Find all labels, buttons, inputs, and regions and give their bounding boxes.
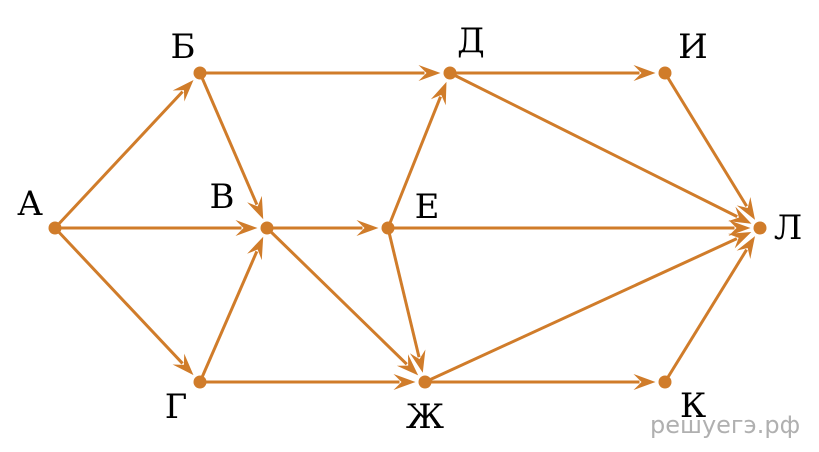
edges-layer	[53, 65, 756, 390]
arrowhead	[633, 374, 656, 390]
edge-D-I	[450, 65, 656, 81]
arrowhead	[430, 81, 447, 106]
node-label-G: Г	[165, 387, 188, 427]
node-label-D: Д	[457, 21, 485, 61]
watermark: решуегэ.рф	[650, 411, 800, 439]
edge-E-D	[386, 81, 447, 229]
edge-V-E	[267, 220, 379, 236]
edge-ZH-L	[424, 231, 752, 384]
node-G	[193, 375, 207, 389]
edge-line	[198, 72, 259, 206]
edge-line	[386, 96, 442, 229]
node-label-E: Е	[415, 187, 440, 227]
edge-A-V	[55, 220, 258, 236]
arrowhead	[247, 236, 264, 261]
arrowhead	[736, 196, 756, 220]
edge-line	[663, 72, 748, 208]
node-label-A: А	[17, 184, 43, 224]
node-E	[381, 221, 395, 235]
node-I	[658, 66, 672, 80]
edge-line	[663, 248, 748, 383]
edge-A-B	[53, 79, 194, 230]
node-label-K: К	[680, 386, 706, 426]
node-L	[753, 221, 767, 235]
arrowhead	[247, 195, 264, 220]
edge-G-ZH	[200, 374, 416, 390]
arrowhead	[728, 206, 752, 224]
edge-K-L	[663, 236, 756, 383]
edge-I-L	[663, 72, 756, 220]
edge-A-G	[53, 226, 194, 376]
node-A	[48, 221, 62, 235]
arrowhead	[356, 220, 379, 236]
arrowhead	[633, 65, 656, 81]
edge-line	[198, 250, 259, 383]
edge-line	[53, 226, 184, 365]
labels-layer: А Б В Г Д Е Ж И К Л	[17, 21, 802, 437]
edge-line	[449, 71, 738, 218]
arrowhead	[728, 231, 752, 249]
arrowhead	[172, 79, 194, 102]
edge-line	[265, 226, 408, 366]
node-V	[260, 221, 274, 235]
edge-V-ZH	[265, 226, 419, 376]
arrowhead	[418, 65, 441, 81]
node-ZH	[418, 375, 432, 389]
node-label-ZH: Ж	[406, 397, 444, 437]
node-label-B: Б	[171, 27, 196, 67]
node-label-V: В	[210, 177, 235, 217]
edge-line	[53, 90, 184, 230]
node-B	[193, 66, 207, 80]
edge-G-V	[198, 236, 264, 383]
edge-ZH-K	[425, 374, 656, 390]
node-label-L: Л	[774, 208, 802, 248]
arrowhead	[393, 374, 416, 390]
nodes-layer	[48, 66, 767, 389]
arrowhead	[396, 354, 419, 376]
edge-E-L	[388, 220, 751, 236]
node-K	[658, 375, 672, 389]
edge-D-L	[449, 71, 752, 224]
node-label-I: И	[678, 27, 708, 67]
edge-E-ZH	[386, 227, 426, 373]
arrowhead	[736, 236, 756, 260]
edge-B-D	[200, 65, 441, 81]
edge-B-V	[198, 72, 264, 220]
edge-line	[424, 237, 738, 384]
arrowhead	[409, 349, 426, 373]
arrowhead	[728, 220, 751, 236]
node-D	[443, 66, 457, 80]
arrowhead	[235, 220, 258, 236]
arrowhead	[172, 353, 194, 376]
edge-line	[386, 227, 421, 358]
